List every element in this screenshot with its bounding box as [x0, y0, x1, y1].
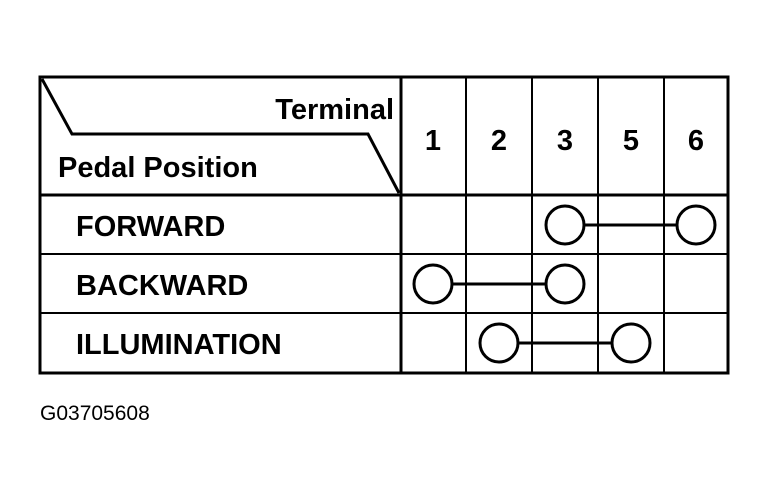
- continuity-circle: [412, 263, 454, 305]
- continuity-circle: [478, 322, 520, 364]
- pedal-position-label: FORWARD: [76, 211, 225, 243]
- continuity-circle: [610, 322, 652, 364]
- terminal-header-label: Terminal: [275, 94, 394, 126]
- table-border: [38, 75, 730, 375]
- continuity-circle: [675, 204, 717, 246]
- terminal-header: 5: [623, 125, 639, 157]
- terminal-header: 2: [491, 125, 507, 157]
- pedal-position-label: BACKWARD: [76, 270, 248, 302]
- terminal-header: 6: [688, 125, 704, 157]
- continuity-circle: [544, 263, 586, 305]
- terminal-header: 1: [425, 125, 441, 157]
- terminal-header: 3: [557, 125, 573, 157]
- continuity-circle: [544, 204, 586, 246]
- pedal-position-label: ILLUMINATION: [76, 329, 282, 361]
- pedal-position-header-label: Pedal Position: [58, 152, 258, 184]
- corner-diagonal: [40, 78, 401, 194]
- continuity-marks: [412, 204, 717, 364]
- figure-code: G03705608: [40, 402, 150, 425]
